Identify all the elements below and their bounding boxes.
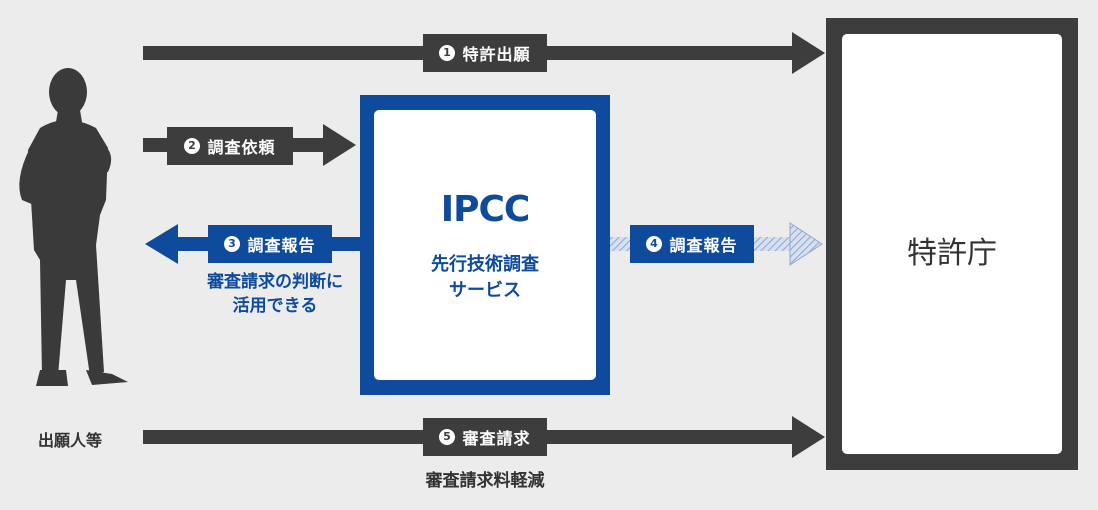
step3-note-line2: 活用できる xyxy=(232,296,318,316)
arrow-label-5: 5 審査請求 xyxy=(423,418,547,456)
ipcc-logo: IPCC xyxy=(440,189,531,230)
arrow-label-4-text: 調査報告 xyxy=(669,236,738,255)
arrow-label-4: 4 調査報告 xyxy=(630,225,754,263)
applicant-label: 出願人等 xyxy=(37,431,102,450)
arrow-label-2-text: 調査依頼 xyxy=(207,138,276,157)
step-number-3: 3 xyxy=(224,236,241,252)
ipcc-service-line1: 先行技術調査 xyxy=(431,254,539,275)
step3-note: 審査請求の判断に 活用できる xyxy=(180,270,370,318)
arrow-label-1: 1 特許出願 xyxy=(423,34,547,72)
person-icon xyxy=(19,68,128,386)
jpo-label: 特許庁 xyxy=(907,236,997,271)
ipcc-service-name: 先行技術調査 サービス xyxy=(374,252,596,304)
arrow-label-1-text: 特許出願 xyxy=(462,45,531,64)
step-number-2: 2 xyxy=(184,138,201,154)
ipcc-service-line2: サービス xyxy=(449,280,521,301)
arrow-label-3-text: 調査報告 xyxy=(247,236,316,255)
step-number-4: 4 xyxy=(646,236,663,252)
step-number-1: 1 xyxy=(439,45,456,61)
arrow-label-2: 2 調査依頼 xyxy=(167,127,293,165)
step3-note-line1: 審査請求の判断に xyxy=(207,272,343,292)
step5-note: 審査請求料軽減 xyxy=(425,471,545,491)
arrow-label-5-text: 審査請求 xyxy=(462,429,531,448)
arrow-label-3: 3 調査報告 xyxy=(208,225,332,263)
step-number-5: 5 xyxy=(439,429,456,445)
